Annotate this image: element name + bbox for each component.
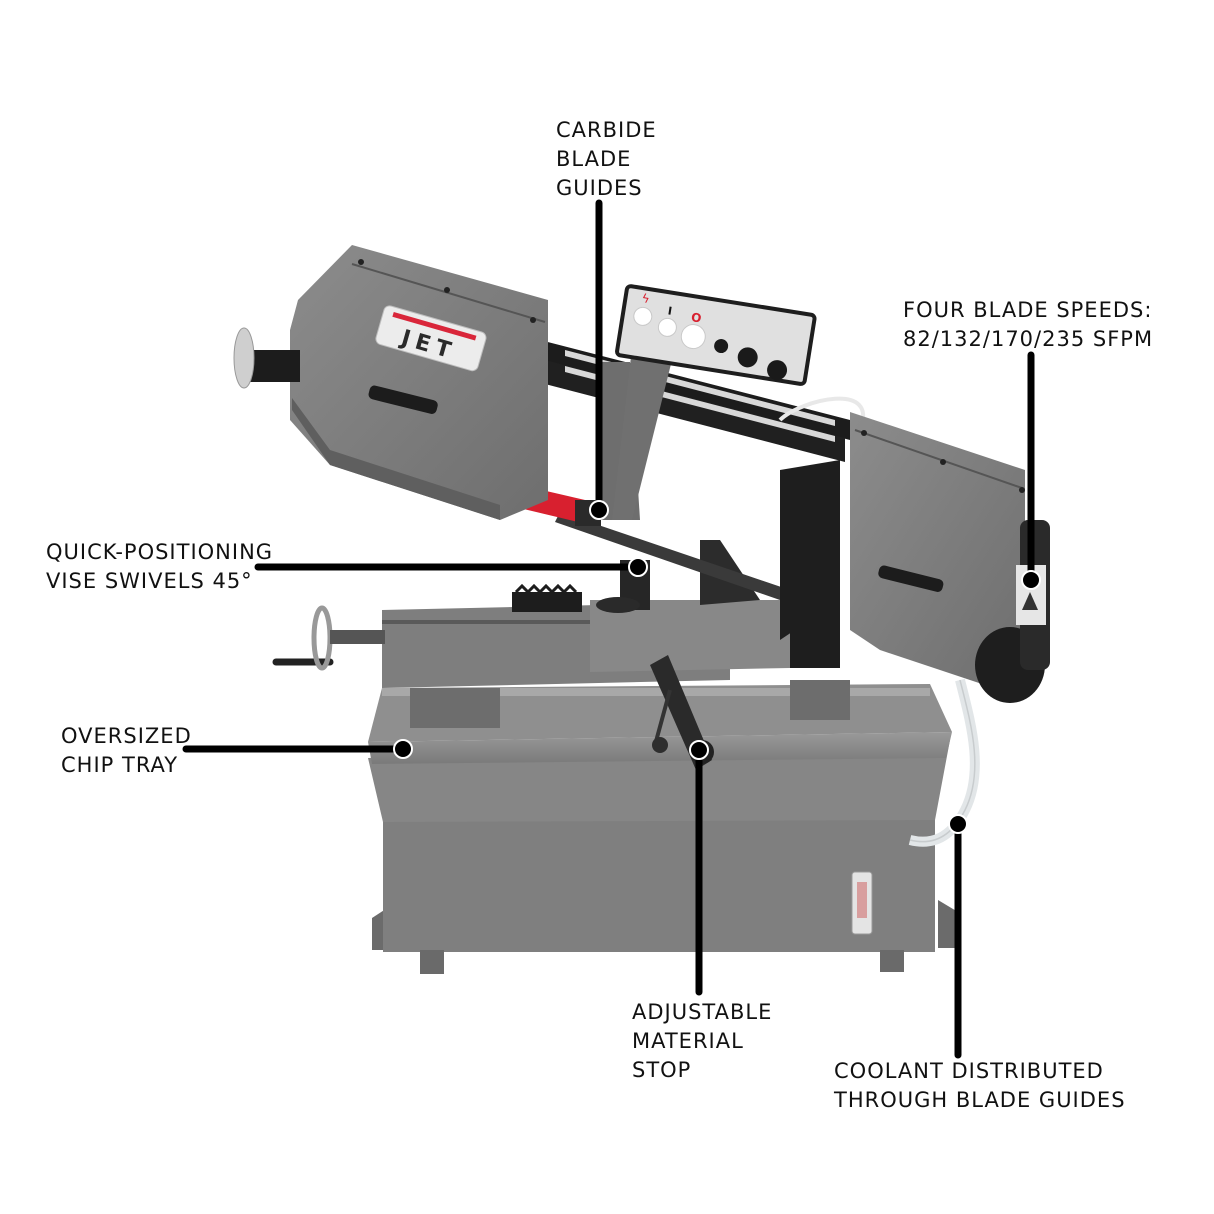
callout-dot-carbide-guides [589, 500, 609, 520]
callout-dot-vise [628, 557, 648, 577]
callout-oversized-chip-tray: OVERSIZED CHIP TRAY [61, 722, 192, 780]
callout-line-text: FOUR BLADE SPEEDS: [903, 298, 1153, 322]
callout-line-text: STOP [632, 1058, 692, 1082]
svg-text:O: O [690, 310, 702, 325]
callout-carbide-blade-guides: CARBIDE BLADE GUIDES [556, 116, 657, 203]
callout-line-text: MATERIAL [632, 1029, 744, 1053]
callout-line-text: VISE SWIVELS 45° [46, 569, 253, 593]
callout-dot-blade-speeds [1021, 570, 1041, 590]
callout-line-text: QUICK-POSITIONING [46, 540, 274, 564]
callout-adjustable-material-stop: ADJUSTABLE MATERIAL STOP [632, 998, 772, 1085]
callout-line-text: GUIDES [556, 176, 643, 200]
callout-line-text: THROUGH BLADE GUIDES [834, 1088, 1126, 1112]
callout-line-text: ADJUSTABLE [632, 1000, 773, 1024]
right-wheel-cover [850, 412, 1050, 703]
callout-line-text: COOLANT DISTRIBUTED [834, 1059, 1104, 1083]
left-wheel-cover: JET [233, 245, 548, 520]
callout-line-text: OVERSIZED [61, 724, 192, 748]
bed-table [272, 540, 850, 770]
svg-text:I: I [667, 304, 673, 317]
callout-line-text: BLADE [556, 147, 632, 171]
callout-dot-material-stop [689, 740, 709, 760]
callout-line-text: CHIP TRAY [61, 753, 179, 777]
svg-text:ϟ: ϟ [641, 291, 651, 306]
base-cabinet [368, 740, 958, 974]
callout-dot-chip-tray [393, 739, 413, 759]
callout-dot-coolant [948, 814, 968, 834]
callout-coolant-distributed: COOLANT DISTRIBUTED THROUGH BLADE GUIDES [834, 1057, 1126, 1115]
callout-quick-positioning-vise: QUICK-POSITIONING VISE SWIVELS 45° [46, 538, 273, 596]
callout-line-text: 82/132/170/235 SFPM [903, 327, 1154, 351]
control-panel: ϟ I O [615, 284, 817, 386]
callout-four-blade-speeds: FOUR BLADE SPEEDS: 82/132/170/235 SFPM [903, 296, 1153, 354]
callout-line-text: CARBIDE [556, 118, 657, 142]
